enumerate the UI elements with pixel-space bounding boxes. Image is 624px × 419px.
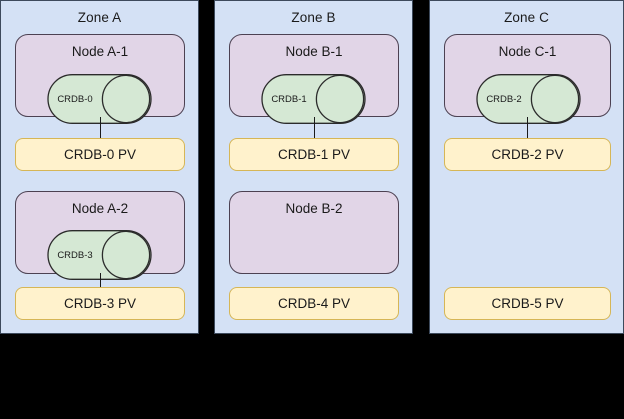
pod-pv-connector	[100, 273, 101, 287]
pv-label: CRDB-1 PV	[277, 146, 350, 162]
zone-title: Zone B	[291, 10, 336, 25]
pv-crdb-1-pv[interactable]: CRDB-1 PV	[229, 138, 399, 171]
pv-crdb-5-pv[interactable]: CRDB-5 PV	[444, 287, 611, 320]
pv-label: CRDB-0 PV	[63, 146, 136, 162]
zone-title: Zone C	[504, 10, 549, 25]
pod-pv-connector	[100, 117, 101, 138]
node-title: Node B-1	[285, 44, 343, 59]
pv-label: CRDB-4 PV	[277, 295, 350, 311]
pv-crdb-2-pv[interactable]: CRDB-2 PV	[444, 138, 611, 171]
node-node-b-2[interactable]: Node B-2	[229, 191, 399, 274]
pv-label: CRDB-5 PV	[491, 295, 564, 311]
node-title: Node C-1	[498, 44, 557, 59]
pod-pv-connector	[314, 117, 315, 138]
node-title: Node A-1	[71, 44, 129, 59]
zone-title: Zone A	[77, 10, 122, 25]
pv-crdb-3-pv[interactable]: CRDB-3 PV	[15, 287, 185, 320]
node-title: Node B-2	[285, 201, 343, 216]
pv-label: CRDB-3 PV	[63, 295, 136, 311]
pv-label: CRDB-2 PV	[491, 146, 564, 162]
pod-pv-connector	[527, 117, 528, 138]
pv-crdb-0-pv[interactable]: CRDB-0 PV	[15, 138, 185, 171]
pod-crdb-2[interactable]: CRDB-2	[476, 74, 581, 124]
pv-crdb-4-pv[interactable]: CRDB-4 PV	[229, 287, 399, 320]
node-title: Node A-2	[71, 201, 129, 216]
